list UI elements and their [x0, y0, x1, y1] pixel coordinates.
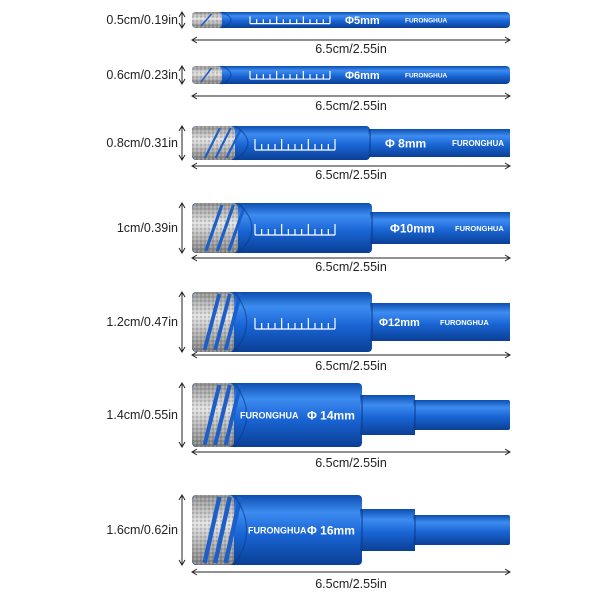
diameter-label: 0.8cm/0.31in [106, 136, 178, 150]
diameter-label: 0.6cm/0.23in [106, 68, 178, 82]
arrow-icon [178, 11, 186, 18]
arrow-icon [504, 92, 511, 100]
length-label: 6.5cm/2.55in [315, 577, 387, 591]
drill-bit-body [192, 383, 362, 447]
arrow-icon [178, 346, 186, 353]
arrow-icon [178, 494, 186, 501]
diameter-mark: Φ 14mm [307, 409, 355, 423]
cutting-slot [202, 496, 222, 564]
cutting-slot [203, 127, 221, 159]
cutting-slot [223, 293, 243, 351]
arrow-icon [504, 568, 511, 576]
brand-mark: FURONGHUA [455, 224, 504, 233]
arrow-icon [178, 78, 186, 85]
drill-bit-shank [413, 515, 510, 545]
diameter-label: 1.4cm/0.55in [106, 408, 178, 422]
cutting-slot [204, 204, 224, 252]
drill-bit-body [192, 126, 370, 160]
diameter-mark: Φ10mm [390, 222, 435, 236]
cutting-slot [213, 293, 232, 351]
brand-mark: FURONGHUA [405, 17, 448, 24]
flute-curve [221, 11, 232, 29]
diameter-mark: Φ 16mm [307, 524, 355, 538]
cutting-slot [213, 384, 232, 446]
flute-curve [221, 65, 232, 85]
arrow-icon [504, 254, 511, 262]
flute-curve [233, 494, 248, 566]
cutting-slot [214, 127, 232, 159]
arrow-icon [504, 36, 511, 44]
brand-mark: FURONGHUA [240, 410, 299, 420]
arrow-icon [178, 154, 186, 161]
length-label: 6.5cm/2.55in [315, 99, 387, 113]
drill-bit-row: 1.4cm/0.55in Φ 14mm FURONGHUA 6.5cm/2.55in [106, 382, 511, 470]
drill-bit-row: 0.6cm/0.23in Φ6mm FURONGHUA 6.5cm/2.55in [106, 65, 511, 113]
length-label: 6.5cm/2.55in [315, 260, 387, 274]
diameter-label: 1cm/0.39in [117, 221, 178, 235]
drill-bit-shank [370, 212, 510, 244]
arrow-icon [191, 92, 198, 100]
length-label: 6.5cm/2.55in [315, 42, 387, 56]
arrow-icon [178, 247, 186, 254]
cutting-slot [200, 67, 213, 83]
cutting-slot [227, 204, 247, 252]
drill-bit-row: 1.2cm/0.47in Φ12mm FURONGHUA 6.5cm/2.55in [106, 291, 511, 373]
flute-curve [233, 382, 248, 448]
flute-curve [237, 202, 253, 254]
length-label: 6.5cm/2.55in [315, 168, 387, 182]
arrow-icon [191, 254, 198, 262]
arrow-icon [178, 559, 186, 566]
arrow-icon [191, 162, 198, 170]
length-label: 6.5cm/2.55in [315, 359, 387, 373]
brand-mark: FURONGHUA [452, 139, 504, 148]
arrow-icon [191, 36, 198, 44]
brand-mark: FURONGHUA [405, 72, 448, 79]
arrow-icon [504, 162, 511, 170]
brand-mark: FURONGHUA [248, 525, 307, 535]
arrow-icon [504, 448, 511, 456]
diameter-mark: Φ5mm [345, 15, 380, 27]
cutting-slot [202, 384, 222, 446]
drill-bit-shank [370, 303, 510, 341]
drill-bit-shank [360, 509, 415, 551]
drill-bit-row: 1cm/0.39in Φ10mm FURONGHUA 6.5cm/2.55in [117, 202, 511, 274]
diameter-mark: Φ 8mm [385, 137, 426, 151]
cutting-slot [215, 204, 235, 252]
length-label: 6.5cm/2.55in [315, 456, 387, 470]
arrow-icon [178, 441, 186, 448]
cutting-slot [223, 496, 243, 564]
diameter-mark: Φ12mm [379, 317, 420, 329]
diameter-label: 0.5cm/0.19in [106, 13, 178, 27]
arrow-icon [178, 382, 186, 389]
arrow-icon [178, 22, 186, 29]
arrow-icon [178, 65, 186, 72]
flute-curve [234, 125, 249, 161]
drill-bit-shank [368, 129, 510, 157]
cutting-slot [212, 496, 232, 564]
arrow-icon [504, 351, 511, 359]
cutting-slot [225, 127, 243, 159]
drill-bit-row: 0.8cm/0.31in Φ 8mm FURONGHUA 6.5cm/2.55in [106, 125, 511, 182]
arrow-icon [178, 125, 186, 132]
arrow-icon [178, 291, 186, 298]
cutting-slot [200, 13, 213, 27]
arrow-icon [191, 568, 198, 576]
arrow-icon [191, 351, 198, 359]
cutting-slot [202, 293, 222, 351]
diameter-mark: Φ6mm [345, 70, 380, 82]
diameter-label: 1.2cm/0.47in [106, 315, 178, 329]
cutting-slot [223, 384, 243, 446]
drill-bit-shank [413, 400, 510, 430]
arrow-icon [178, 202, 186, 209]
drill-bit-shank [360, 395, 415, 435]
drill-bit-row: 0.5cm/0.19in Φ5mm FURONGHUA 6.5cm/2.55in [106, 11, 511, 56]
drill-bit-body [192, 495, 362, 565]
diameter-label: 1.6cm/0.62in [106, 523, 178, 537]
arrow-icon [191, 448, 198, 456]
flute-curve [233, 291, 248, 353]
brand-mark: FURONGHUA [440, 318, 489, 327]
